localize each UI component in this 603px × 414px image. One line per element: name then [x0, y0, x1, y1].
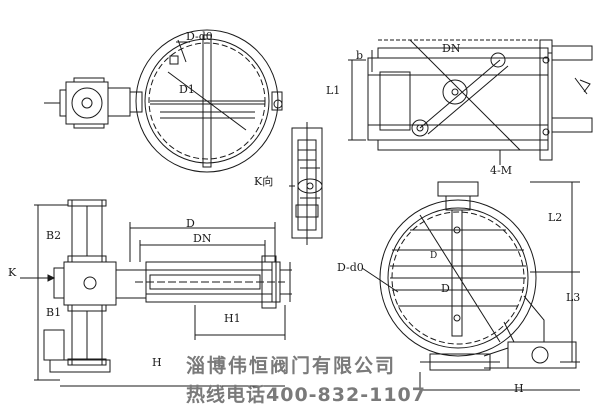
label-dn-top: DN: [442, 42, 461, 55]
bottom-left-side-view: [20, 199, 292, 387]
k-view-side: [289, 122, 323, 245]
label-l3: L3: [566, 291, 581, 304]
label-d-d0-top: D-d0: [186, 30, 213, 43]
label-l2: L2: [548, 211, 563, 224]
label-b1: B1: [46, 306, 62, 319]
label-l1: L1: [326, 84, 341, 97]
label-4-m: 4-M: [490, 164, 512, 177]
top-left-front-view: [44, 29, 283, 173]
label-d-diagonal: D: [441, 282, 450, 295]
label-b: b: [356, 49, 364, 62]
label-d-d0-bottom: D-d0: [337, 261, 364, 274]
bottom-right-front-view: [361, 181, 580, 396]
label-k: K: [8, 266, 17, 279]
label-b2: B2: [46, 229, 62, 242]
label-h1: H1: [224, 312, 241, 325]
watermark-company: 淄博伟恒阀门有限公司: [186, 355, 397, 377]
label-h-bottom-left: H: [152, 356, 162, 369]
label-h-bottom-right: H: [514, 382, 524, 395]
label-k-view: K向: [254, 175, 274, 188]
label-d-circle: D: [430, 251, 438, 261]
top-right-top-view: [348, 39, 593, 165]
label-dn-bottom: DN: [193, 232, 212, 245]
watermark-hotline: 热线电话400-832-1107: [186, 384, 426, 406]
label-d-bottom: D: [186, 217, 195, 230]
label-d1: D1: [179, 83, 195, 96]
